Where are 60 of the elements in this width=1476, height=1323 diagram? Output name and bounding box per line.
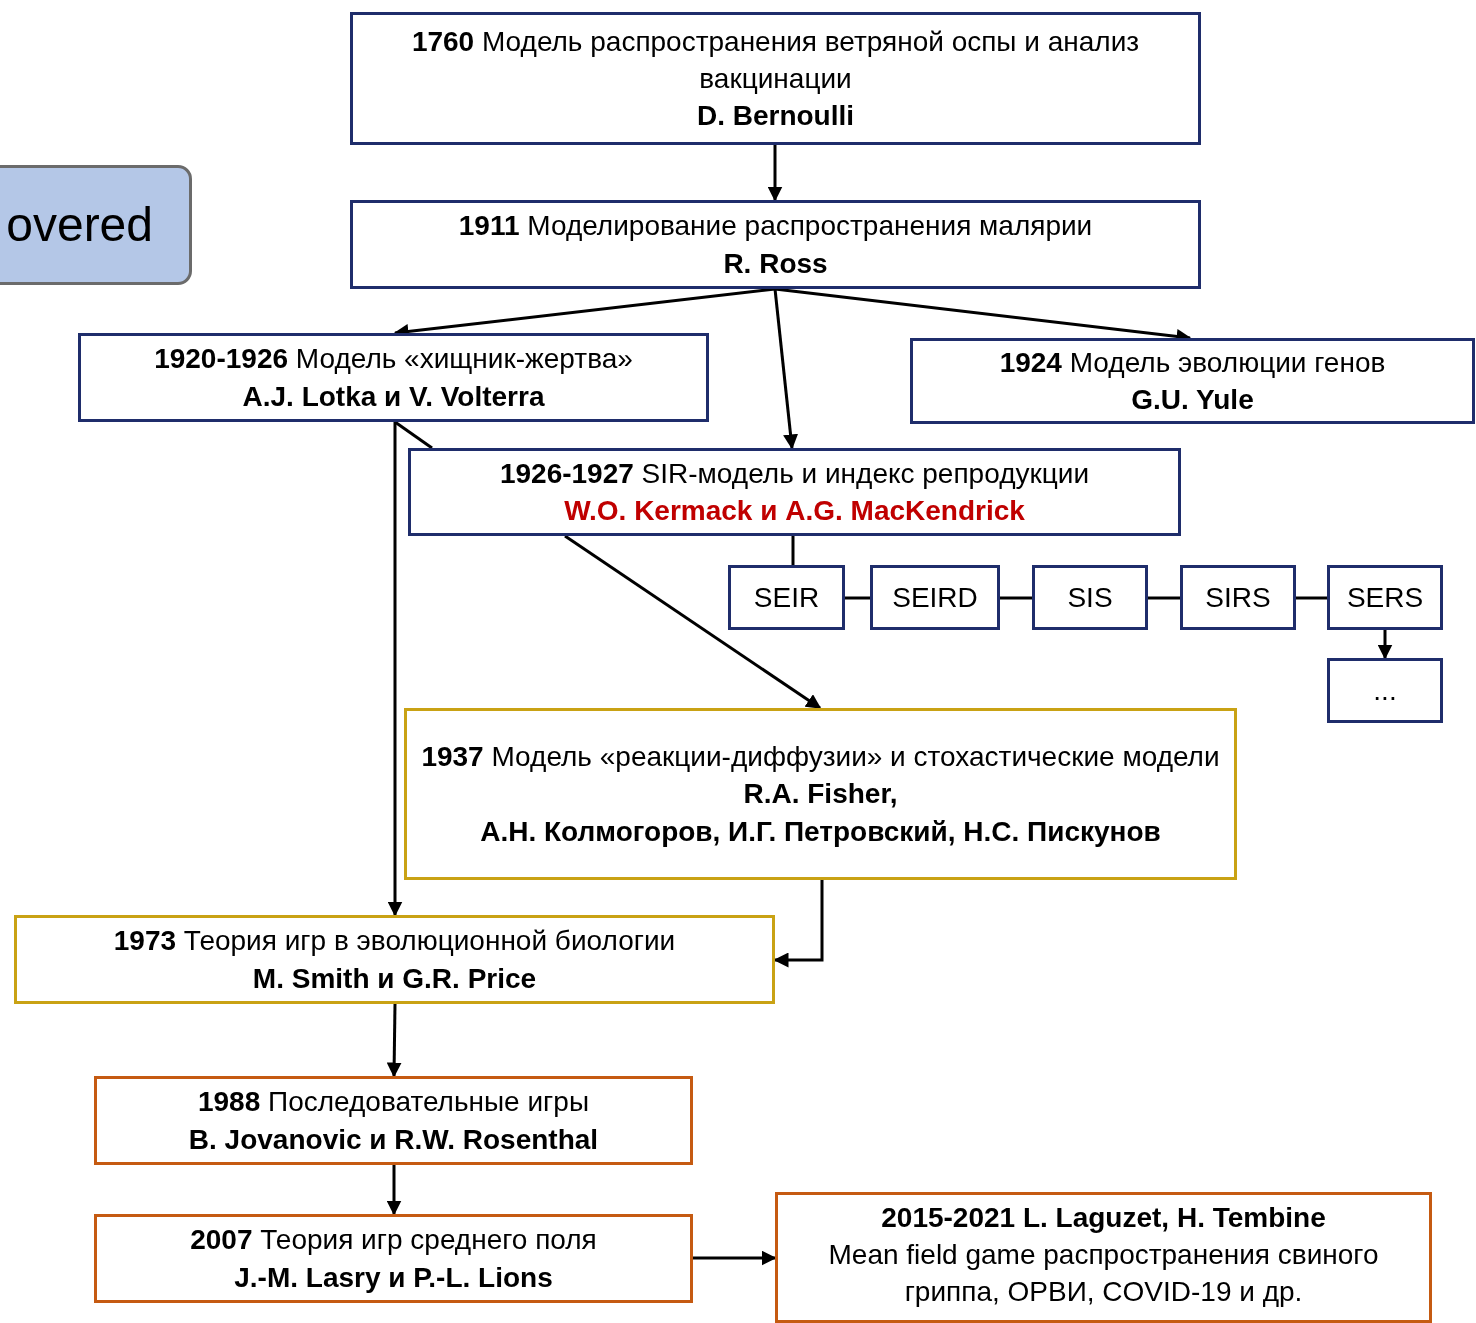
- event-title: 1760 Модель распространения ветряной оспы и анализ вакцинации: [410, 24, 1141, 96]
- box-label: SIS: [1067, 580, 1113, 615]
- author-names: А.Н. Колмогоров, И.Г. Петровский, Н.С. Пискунов: [480, 814, 1161, 849]
- connector-line: [1000, 596, 1032, 600]
- author-names: M. Smith и G.R. Price: [252, 961, 537, 996]
- model-box: [1032, 565, 1148, 630]
- box-label: SERS: [1346, 580, 1424, 615]
- author-names: A.J. Lotka и V. Volterra: [242, 379, 545, 414]
- event-title: 1926-1927 SIR-модель и индекс репродукции: [499, 456, 1090, 491]
- arrow: [1377, 630, 1393, 660]
- arrow: [773, 288, 798, 450]
- event-title: 2015-2021 L. Laguzet, H. Tembine: [881, 1201, 1326, 1235]
- arrow: [386, 1165, 402, 1216]
- author-names: W.O. Kermack и A.G. MacKendrick: [564, 494, 1025, 528]
- box-label: SEIR: [753, 580, 820, 615]
- author-names: R.A. Fisher,: [743, 777, 898, 812]
- connector-line: [791, 536, 795, 565]
- arrow: [767, 145, 783, 202]
- model-box: [870, 565, 1000, 630]
- event-box: [404, 708, 1237, 880]
- connector-line: [845, 596, 870, 600]
- event-box: [350, 12, 1201, 145]
- event-box: [350, 200, 1201, 289]
- connector-line: [1148, 596, 1180, 600]
- connector-line: [394, 420, 433, 450]
- event-title: 1911 Моделирование распространения малярии: [458, 209, 1093, 244]
- author-names: J.-M. Lasry и P.-L. Lions: [234, 1260, 553, 1295]
- arrow: [693, 1250, 777, 1266]
- model-box: [1327, 565, 1443, 630]
- author-names: D. Bernoulli: [696, 99, 855, 134]
- arrow: [387, 422, 403, 917]
- event-title: 1920-1926 Модель «хищник-жертва»: [154, 342, 633, 377]
- event-box: [408, 448, 1181, 536]
- box-label: SEIRD: [892, 580, 978, 615]
- event-box: [78, 333, 709, 422]
- model-box: [1327, 658, 1443, 723]
- event-box: [910, 338, 1475, 424]
- author-names: G.U. Yule: [1131, 383, 1254, 417]
- event-title: 2007 Теория игр среднего поля: [190, 1223, 597, 1258]
- event-description: Mean field game распространения свиного гриппа, ОРВИ, COVID-19 и др.: [827, 1238, 1380, 1310]
- event-title: 1988 Последовательные игры: [197, 1085, 590, 1120]
- box-label: SIRS: [1205, 580, 1271, 615]
- model-box: [1180, 565, 1296, 630]
- arrow: [773, 880, 824, 968]
- box-label: overed: [6, 197, 153, 254]
- event-box: [14, 915, 775, 1004]
- event-title: 1973 Теория игр в эволюционной биологии: [113, 924, 676, 959]
- arrow: [386, 1003, 402, 1078]
- event-title: 1924 Модель эволюции генов: [999, 345, 1386, 380]
- model-box: [728, 565, 845, 630]
- box-label: ...: [1373, 673, 1397, 708]
- event-box: [94, 1214, 693, 1303]
- event-box: [775, 1192, 1432, 1323]
- arrow: [564, 534, 822, 710]
- author-names: R. Ross: [723, 246, 828, 281]
- author-names: B. Jovanovic и R.W. Rosenthal: [188, 1122, 599, 1157]
- event-box: [94, 1076, 693, 1165]
- connector-line: [1296, 596, 1327, 600]
- event-title: 1937 Модель «реакции-диффузии» и стохастические модели: [421, 740, 1220, 775]
- rounded-box: [0, 165, 192, 285]
